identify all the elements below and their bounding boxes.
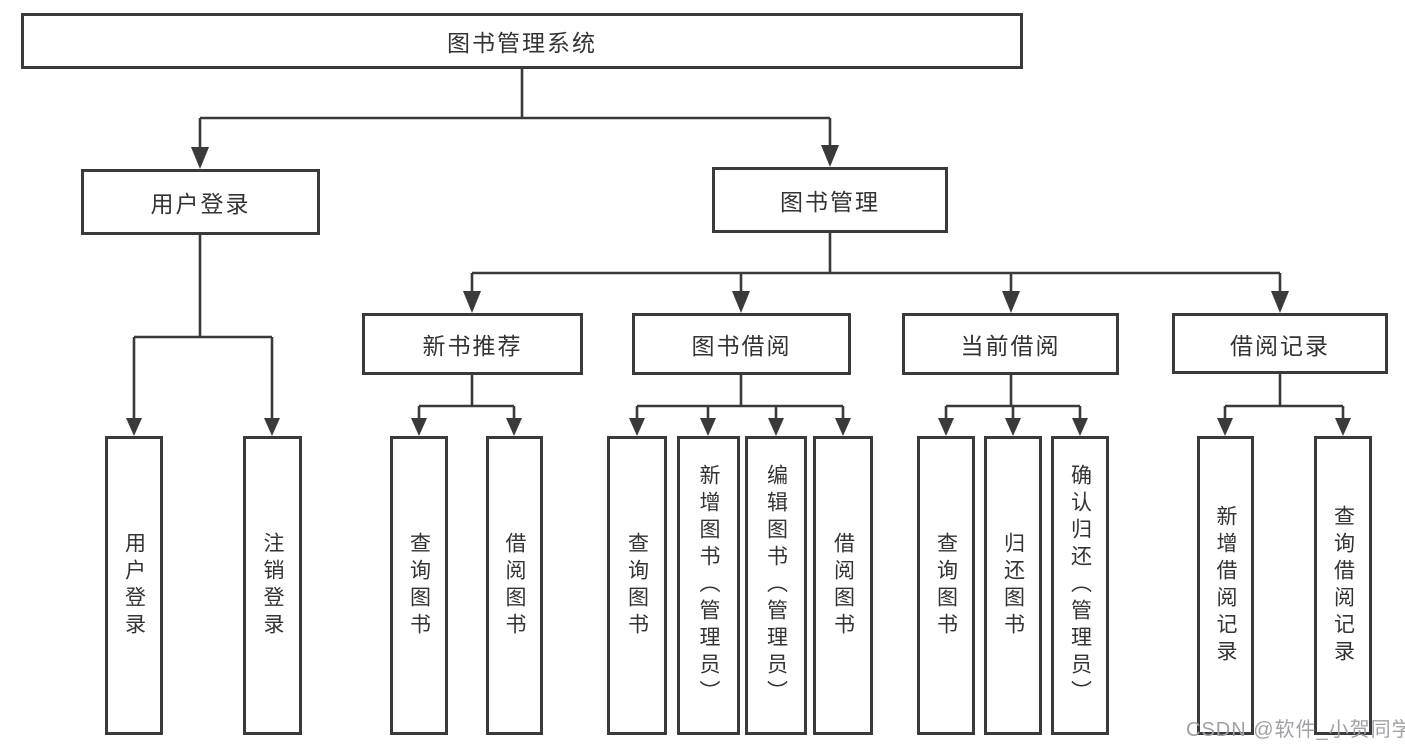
leaf-edit-books-admin: 编辑图书（管理员）: [745, 436, 807, 735]
leaf-add-borrow-record: 新增借阅记录: [1197, 436, 1254, 735]
leaf-rec-query-books: 查询图书: [390, 436, 448, 735]
leaf-query-borrow-record: 查询借阅记录: [1314, 436, 1372, 735]
leaf-add-books-admin: 新增图书（管理员）: [677, 436, 740, 735]
leaf-borrow-query-books: 查询图书: [607, 436, 667, 735]
node-book-management: 图书管理: [712, 167, 948, 233]
node-new-book-recommendation: 新书推荐: [362, 313, 583, 375]
node-user-login: 用户登录: [81, 169, 320, 235]
leaf-rec-borrow-books: 借阅图书: [486, 436, 543, 735]
node-book-borrowing: 图书借阅: [632, 313, 851, 375]
leaf-confirm-return-admin: 确认归还（管理员）: [1051, 436, 1109, 735]
node-current-borrowing: 当前借阅: [902, 313, 1119, 375]
leaf-user-login: 用户登录: [105, 436, 163, 735]
node-borrowing-records: 借阅记录: [1172, 313, 1388, 374]
node-root: 图书管理系统: [21, 13, 1023, 69]
leaf-return-books: 归还图书: [984, 436, 1042, 735]
leaf-logout: 注销登录: [243, 436, 302, 735]
csdn-watermark: CSDN @软件_小贺同学: [1186, 719, 1405, 741]
leaf-current-query-books: 查询图书: [917, 436, 975, 735]
leaf-borrow-books: 借阅图书: [813, 436, 873, 735]
